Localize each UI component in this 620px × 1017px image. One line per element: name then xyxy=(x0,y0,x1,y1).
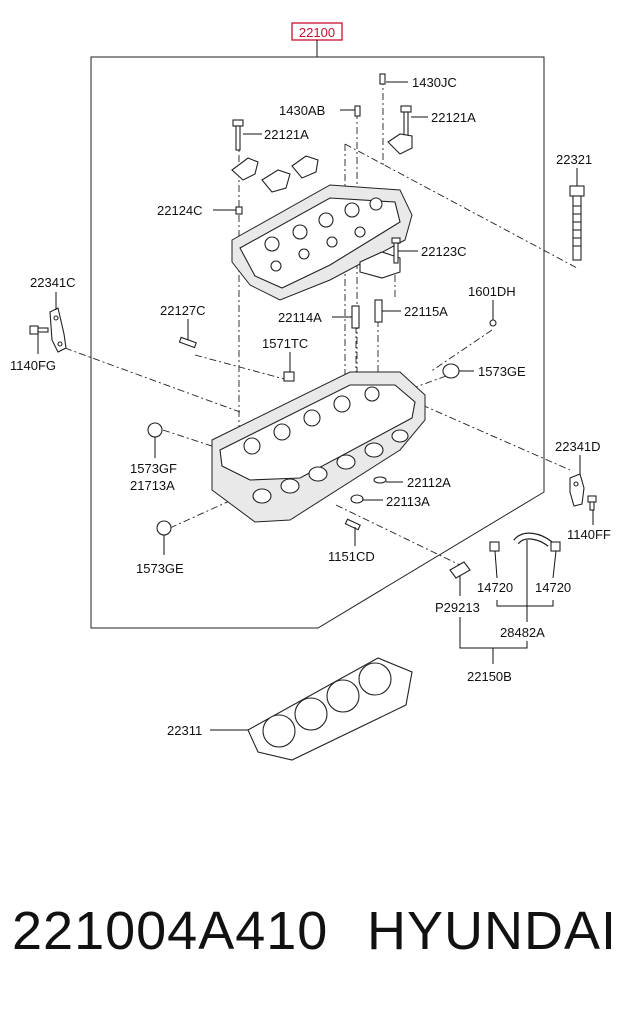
label-22321[interactable]: 22321 xyxy=(556,152,592,167)
bracket-22341D[interactable] xyxy=(569,473,585,507)
leader-lines xyxy=(37,81,594,731)
pin-22115A[interactable] xyxy=(374,299,383,323)
bolt-22321[interactable] xyxy=(569,185,585,261)
label-22341D[interactable]: 22341D xyxy=(555,439,601,454)
cup-plug-1573GE-bottom[interactable] xyxy=(156,520,172,536)
exploded-parts-diagram: 22100 xyxy=(10,22,611,761)
label-22115A[interactable]: 22115A xyxy=(404,304,448,319)
bolt-1140FG[interactable] xyxy=(29,325,49,335)
label-22114A[interactable]: 22114A xyxy=(278,310,322,325)
cup-plug-1573GF[interactable] xyxy=(147,422,163,438)
label-1430JC[interactable]: 1430JC xyxy=(412,75,457,90)
label-22112A[interactable]: 22112A xyxy=(407,475,451,490)
alignment-lines xyxy=(64,78,578,566)
label-14720-left[interactable]: 14720 xyxy=(477,580,513,595)
dowel-pin-1430JC[interactable] xyxy=(379,73,386,85)
label-14720-right[interactable]: 14720 xyxy=(535,580,571,595)
label-21713A[interactable]: 21713A xyxy=(130,478,175,493)
bearing-cap-22123C[interactable] xyxy=(359,237,401,279)
bearing-caps-front[interactable] xyxy=(231,133,413,193)
pin-22114A[interactable] xyxy=(351,305,360,329)
label-P29213[interactable]: P29213 xyxy=(435,600,480,615)
brand-caption: HYUNDAI xyxy=(367,901,618,961)
clip-14720-left[interactable] xyxy=(489,541,500,552)
label-1601DH[interactable]: 1601DH xyxy=(468,284,516,299)
bolt-1140FF[interactable] xyxy=(587,495,597,511)
label-22121A-right[interactable]: 22121A xyxy=(431,110,476,125)
bracket-22341C[interactable] xyxy=(49,307,67,353)
label-1571TC[interactable]: 1571TC xyxy=(262,336,308,351)
washer-22113A[interactable] xyxy=(350,494,364,504)
label-22123C[interactable]: 22123C xyxy=(421,244,467,259)
cup-plug-1573GE-top[interactable] xyxy=(442,363,460,379)
stud-22127C[interactable] xyxy=(178,336,197,349)
label-22311[interactable]: 22311 xyxy=(167,723,202,738)
label-22150B[interactable]: 22150B xyxy=(467,669,512,684)
label-28482A[interactable]: 28482A xyxy=(500,625,545,640)
plug-22124C[interactable] xyxy=(235,206,243,215)
bolt-22121A-left[interactable] xyxy=(232,119,244,151)
cylinder-head[interactable] xyxy=(211,371,426,523)
assembly-frame xyxy=(90,56,545,629)
clip-14720-right[interactable] xyxy=(550,541,561,552)
label-1140FG[interactable]: 1140FG xyxy=(10,358,56,373)
fitting-P29213[interactable] xyxy=(449,561,471,579)
dowel-pin-1430AB[interactable] xyxy=(354,105,361,117)
bolt-22121A-right[interactable] xyxy=(400,105,412,137)
label-22113A[interactable]: 22113A xyxy=(386,494,430,509)
label-22127C[interactable]: 22127C xyxy=(160,303,206,318)
label-1430AB[interactable]: 1430AB xyxy=(279,103,325,118)
svg-text:22100: 22100 xyxy=(299,25,335,40)
stud-1151CD[interactable] xyxy=(344,518,361,531)
part-number-caption: 221004A410 xyxy=(12,901,329,961)
label-22124C[interactable]: 22124C xyxy=(157,203,203,218)
label-22341C[interactable]: 22341C xyxy=(30,275,76,290)
sensor-1601DH[interactable] xyxy=(489,319,497,327)
label-1573GE-bottom[interactable]: 1573GE xyxy=(136,561,184,576)
label-1573GF[interactable]: 1573GF xyxy=(130,461,177,476)
head-gasket-22311[interactable] xyxy=(247,657,413,761)
plug-1571TC[interactable] xyxy=(283,371,295,382)
label-1140FF[interactable]: 1140FF xyxy=(567,527,611,542)
label-22121A-left[interactable]: 22121A xyxy=(264,127,309,142)
hose-28482A[interactable] xyxy=(513,532,553,547)
footer-caption: 221004A410 HYUNDAI xyxy=(0,900,620,980)
label-1573GE-top[interactable]: 1573GE xyxy=(478,364,526,379)
camshaft-carrier[interactable] xyxy=(231,184,413,301)
washer-22112A[interactable] xyxy=(373,476,387,484)
label-1151CD[interactable]: 1151CD xyxy=(328,549,375,564)
assembly-label-22100[interactable]: 22100 xyxy=(291,22,343,41)
